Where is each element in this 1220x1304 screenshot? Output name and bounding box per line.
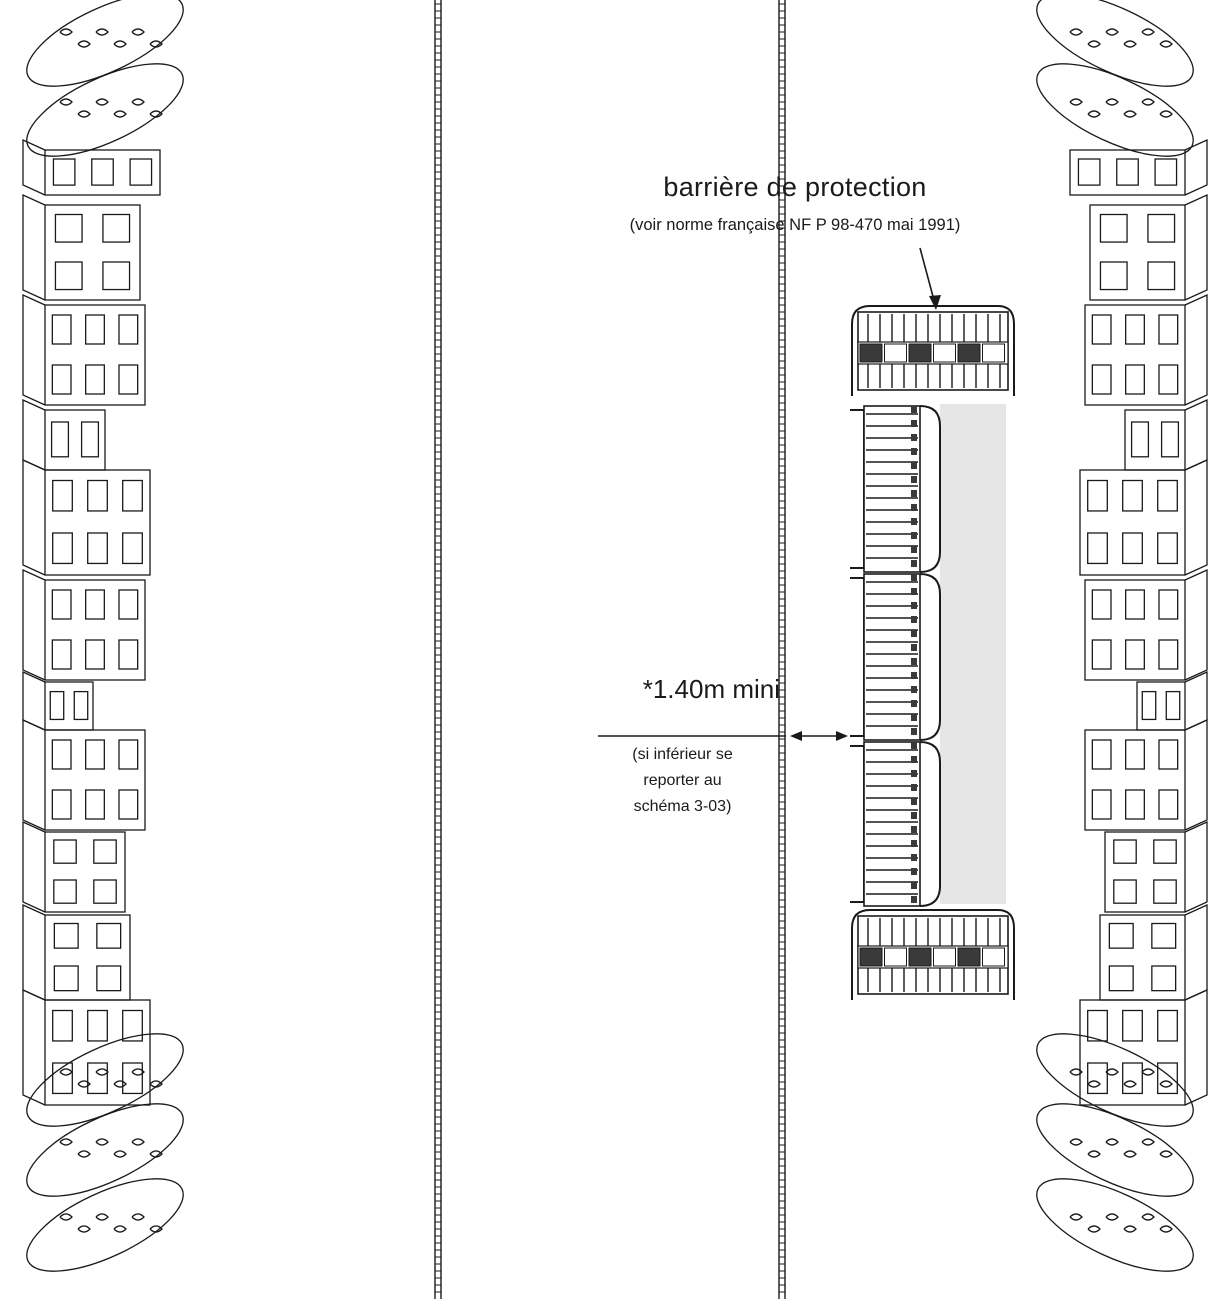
right-buildings bbox=[1036, 0, 1208, 1272]
measure-arrowhead-left bbox=[790, 731, 802, 741]
building-10 bbox=[22, 903, 131, 1001]
building-5 bbox=[1079, 458, 1208, 576]
tree-1 bbox=[1036, 0, 1194, 87]
building-8 bbox=[1084, 718, 1208, 831]
tree-4 bbox=[1036, 1103, 1194, 1197]
tree-1 bbox=[26, 0, 184, 87]
tree-3 bbox=[1036, 1033, 1194, 1127]
tree-2 bbox=[26, 63, 184, 157]
left-buildings bbox=[22, 0, 184, 1272]
barrier-standard-reference: (voir norme française NF P 98-470 mai 19… bbox=[629, 216, 961, 234]
barrier-vertical-3 bbox=[850, 741, 941, 907]
building-10 bbox=[1099, 903, 1208, 1001]
road-center-lines bbox=[434, 0, 786, 1299]
measure-arrowhead-right bbox=[836, 731, 848, 741]
building-3 bbox=[22, 293, 146, 406]
building-4 bbox=[1124, 398, 1208, 471]
road-line-2 bbox=[778, 0, 786, 1299]
walkway-surface bbox=[940, 404, 1006, 904]
building-1 bbox=[1069, 138, 1208, 196]
building-2 bbox=[1089, 193, 1208, 301]
building-8 bbox=[22, 718, 146, 831]
tree-4 bbox=[26, 1103, 184, 1197]
building-9 bbox=[22, 820, 126, 913]
annotation-arrows bbox=[598, 247, 941, 741]
building-7 bbox=[1136, 670, 1208, 731]
title-arrowhead bbox=[929, 295, 941, 310]
minimum-width-label: *1.40m mini bbox=[642, 674, 780, 704]
building-11 bbox=[1079, 988, 1208, 1106]
building-6 bbox=[22, 568, 146, 681]
protection-barriers bbox=[850, 305, 1015, 1000]
note-line-1: (si inférieur se bbox=[632, 746, 733, 763]
building-1 bbox=[22, 138, 161, 196]
tree-5 bbox=[26, 1178, 184, 1272]
road-line-1 bbox=[434, 0, 442, 1299]
barrier-vertical-2 bbox=[850, 573, 941, 741]
building-4 bbox=[22, 398, 106, 471]
building-5 bbox=[22, 458, 151, 576]
building-9 bbox=[1104, 820, 1208, 913]
tree-3 bbox=[26, 1033, 184, 1127]
note-line-3: schéma 3-03) bbox=[633, 798, 732, 815]
building-2 bbox=[22, 193, 141, 301]
barrier-vertical-1 bbox=[850, 405, 941, 573]
note-line-2: reporter au bbox=[643, 772, 722, 789]
tree-5 bbox=[1036, 1178, 1194, 1272]
building-7 bbox=[22, 670, 94, 731]
title-leader-line bbox=[919, 247, 936, 305]
barrier-title: barrière de protection bbox=[663, 172, 927, 202]
building-3 bbox=[1084, 293, 1208, 406]
barrier-horizontal-2 bbox=[851, 909, 1015, 1000]
minimum-width-note: (si inférieur se reporter au schéma 3-03… bbox=[590, 742, 775, 820]
building-6 bbox=[1084, 568, 1208, 681]
tree-2 bbox=[1036, 63, 1194, 157]
barrier-horizontal-1 bbox=[851, 305, 1015, 396]
building-11 bbox=[22, 988, 151, 1106]
pedestrian-walkway bbox=[940, 404, 1006, 904]
